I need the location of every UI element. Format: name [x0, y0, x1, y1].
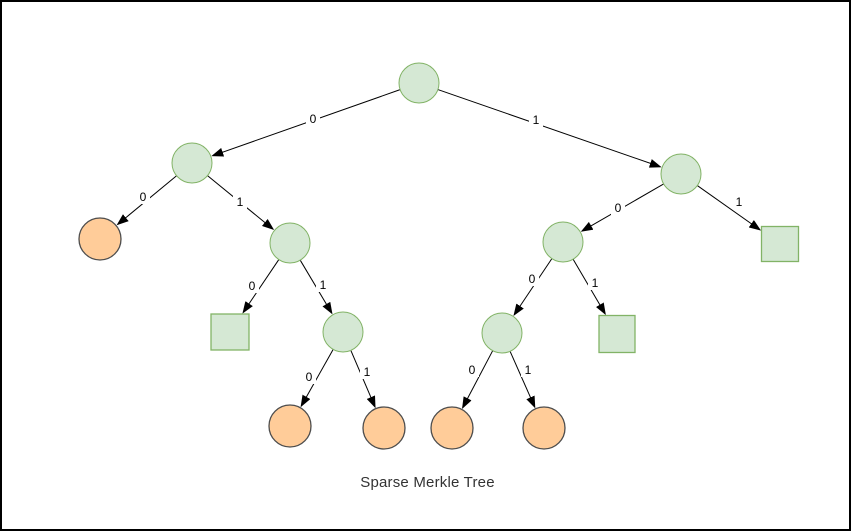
edge-label: 1 — [364, 365, 371, 379]
tree-node-square — [598, 314, 636, 354]
tree-node-circle — [542, 221, 584, 263]
edge-label: 0 — [140, 190, 147, 204]
tree-edge — [509, 351, 536, 409]
tree-edge — [300, 349, 334, 408]
edge-label-bg — [245, 278, 259, 293]
edge-label-bg — [529, 112, 543, 127]
edge-label-bg — [732, 194, 746, 209]
tree-edge — [513, 258, 553, 316]
edge-labels-layer: 0 1 0 1 0 1 0 1 0 1 0 1 0 1 — [136, 111, 746, 384]
tree-edge — [462, 350, 494, 409]
edge-label-bg — [588, 275, 602, 290]
edge-label-bg — [525, 271, 539, 286]
tree-edge — [697, 185, 762, 231]
edge-label-bg — [521, 362, 535, 377]
nodes-layer — [78, 62, 800, 450]
edge-label: 0 — [306, 370, 313, 384]
edge-label-bg — [136, 189, 150, 204]
edge-label: 1 — [320, 278, 327, 292]
edge-label: 0 — [310, 112, 317, 126]
edge-label: 1 — [237, 195, 244, 209]
tree-node-circle — [269, 222, 311, 264]
tree-node-circle — [481, 312, 523, 354]
tree-edge — [242, 259, 280, 314]
tree-node-square — [210, 313, 250, 351]
edge-label-bg — [306, 111, 320, 126]
tree-node-circle — [660, 153, 702, 195]
edge-label: 1 — [736, 195, 743, 209]
edges-layer — [116, 89, 762, 409]
tree-node-circle — [398, 62, 440, 104]
edge-label: 0 — [529, 272, 536, 286]
tree-leaf-circle — [362, 406, 406, 450]
edge-label: 0 — [469, 363, 476, 377]
tree-node-circle — [322, 311, 364, 353]
tree-node-square — [760, 225, 800, 263]
diagram-caption: Sparse Merkle Tree — [360, 474, 495, 491]
tree-node-circle — [171, 142, 213, 184]
tree-leaf-circle — [522, 406, 566, 450]
tree-leaf-circle — [430, 406, 474, 450]
tree-edge — [437, 89, 662, 168]
edge-label-bg — [611, 200, 625, 215]
edge-label-bg — [302, 369, 316, 384]
edge-label-bg — [233, 194, 247, 209]
edge-label: 0 — [615, 201, 622, 215]
edge-label: 1 — [525, 363, 532, 377]
tree-edge — [299, 259, 333, 315]
edge-label-bg — [465, 362, 479, 377]
edge-label: 1 — [592, 276, 599, 290]
edge-label: 1 — [533, 113, 540, 127]
edge-label-bg — [316, 277, 330, 292]
tree-leaf-circle — [78, 217, 122, 261]
edge-label: 0 — [249, 279, 256, 293]
tree-leaf-circle — [268, 404, 312, 448]
edge-label-bg — [360, 364, 374, 379]
